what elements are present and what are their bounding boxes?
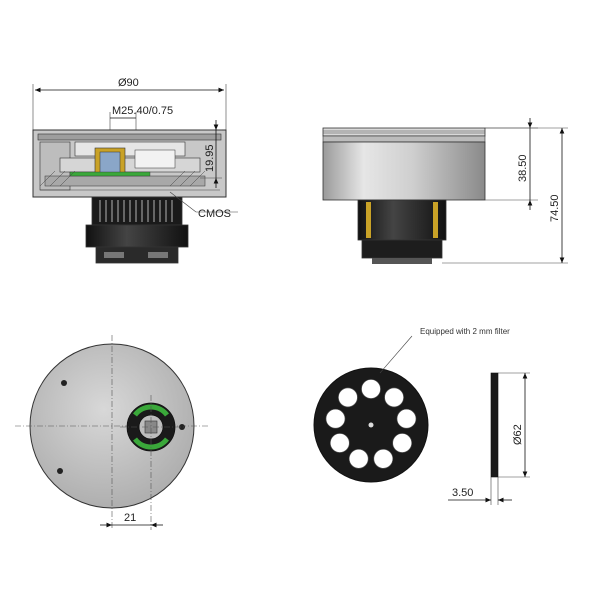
filter-diameter-label: Ø62 — [512, 424, 524, 445]
filter-wheel-view: Equipped with 2 mm filter Ø62 3.50 — [313, 327, 530, 505]
cooling-module — [357, 199, 447, 241]
filter-slot — [392, 433, 413, 453]
thickness-label: 3.50 — [452, 487, 473, 499]
side-view: 38.50 74.50 — [322, 118, 568, 264]
filter-slot — [373, 448, 394, 469]
filter-slot — [384, 387, 404, 408]
filter-slot — [396, 408, 417, 429]
body-height-label: 38.50 — [517, 154, 529, 182]
filter-slot — [338, 387, 358, 408]
section-view: Ø90 M25.40/0.75 19.95 — [32, 77, 238, 264]
diameter-label: Ø90 — [118, 77, 139, 89]
filter-slot — [361, 379, 381, 399]
filter-edge — [490, 372, 499, 478]
front-view: 21 — [15, 335, 210, 530]
filter-note-label: Equipped with 2 mm filter — [420, 327, 510, 336]
center-hub — [368, 422, 374, 428]
total-height-label: 74.50 — [549, 194, 561, 222]
cmos-label: CMOS — [198, 208, 231, 220]
filter-slot — [329, 433, 350, 453]
filter-slot — [325, 408, 346, 429]
filter-slots — [325, 379, 417, 469]
offset-label: 21 — [124, 512, 136, 524]
screw-hole — [179, 424, 185, 430]
filter-slot — [348, 448, 369, 469]
thread-label: M25.40/0.75 — [112, 105, 173, 117]
heatsink — [91, 196, 183, 226]
height-label: 19.95 — [204, 144, 216, 172]
screw-hole — [57, 468, 63, 474]
camera-body — [322, 141, 486, 201]
screw-hole — [61, 380, 67, 386]
